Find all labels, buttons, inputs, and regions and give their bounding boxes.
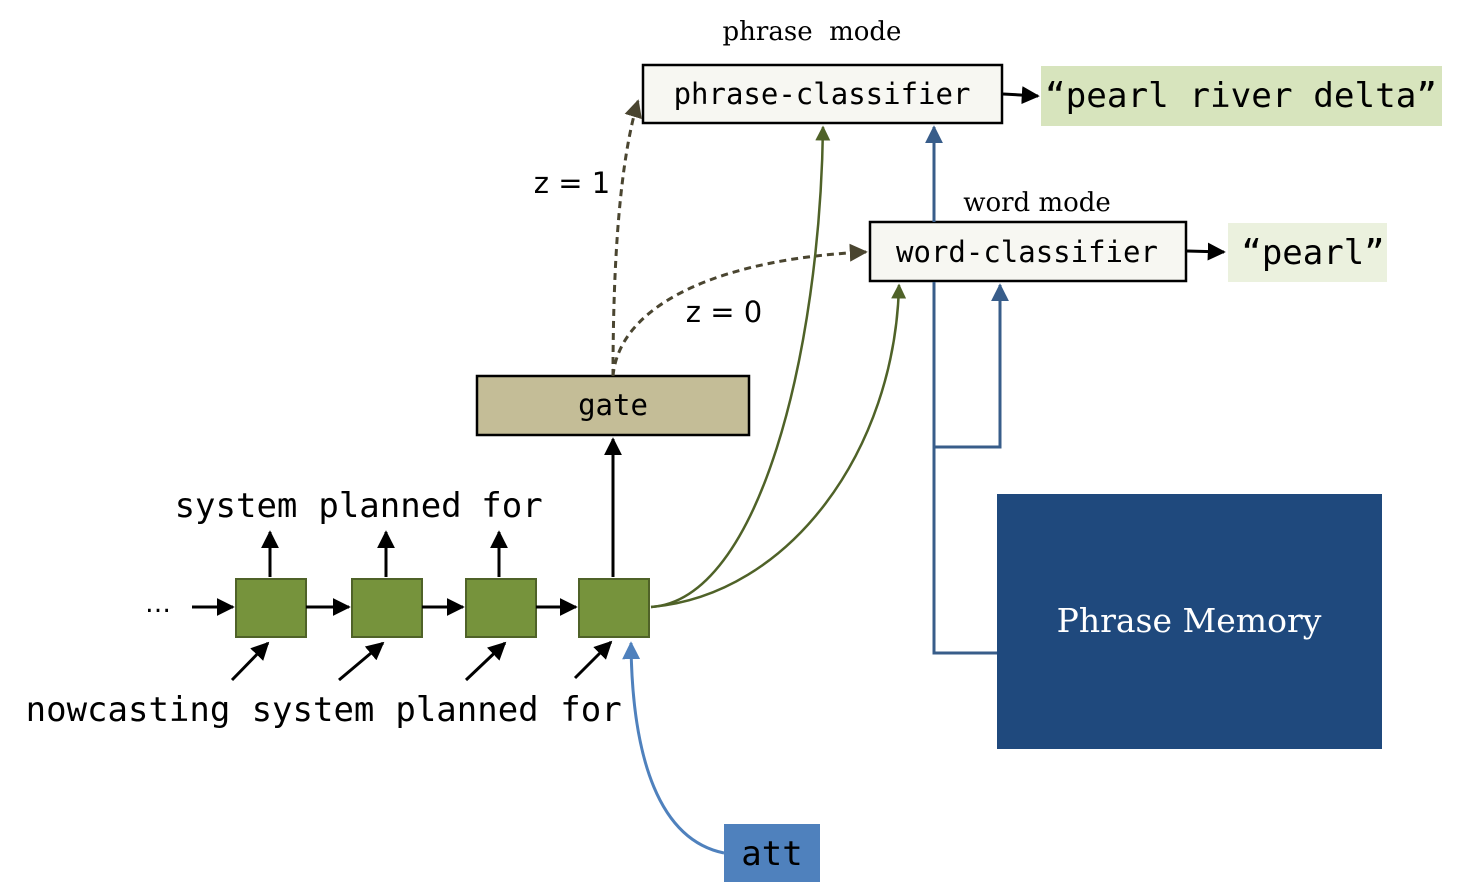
input-word-4: for [560, 690, 621, 730]
word-mode-label: word mode [963, 188, 1111, 218]
output-word-3: for [481, 486, 542, 526]
memory-connector-line [932, 282, 997, 655]
word-classifier-label: word-classifier [896, 235, 1158, 269]
input-arrow-4 [573, 640, 613, 680]
phrase-output-box: “pearl river delta” [1041, 66, 1442, 126]
word-output-text: “pearl” [1241, 233, 1384, 273]
att-to-cell-arrow [622, 641, 725, 855]
ellipsis-label: … [145, 589, 171, 619]
phrase-output-text: “pearl river delta” [1045, 76, 1437, 116]
input-arrow-3 [464, 641, 507, 682]
input-word-1: nowcasting [26, 690, 231, 730]
gate-to-phrase-dashed-arrow [611, 99, 642, 377]
input-arrow-1 [230, 641, 270, 682]
z1-label: z = 1 [534, 166, 610, 200]
memory-to-word-classifier-arrow [934, 283, 1009, 449]
cell-to-word-classifier-arrow [650, 283, 907, 609]
rnn-cell-4 [578, 578, 650, 638]
gate-to-word-dashed-arrow [611, 243, 868, 377]
z0-label: z = 0 [686, 295, 762, 329]
word-output-box: “pearl” [1228, 223, 1387, 282]
gate-label: gate [578, 388, 648, 422]
output-word-1: system [175, 486, 298, 526]
word-classifier-box: word-classifier [868, 220, 1188, 283]
att-box: att [724, 824, 820, 882]
phrase-output-arrow [1002, 86, 1040, 105]
word-output-arrow [1186, 242, 1226, 261]
output-word-2: planned [318, 486, 461, 526]
phrase-mode-label: phrase mode [723, 17, 902, 47]
rnn-cell-2 [351, 578, 423, 638]
input-word-3: planned [395, 690, 538, 730]
phrase-memory-box: Phrase Memory [997, 494, 1382, 749]
phrase-classifier-label: phrase-classifier [674, 77, 971, 111]
att-label: att [741, 834, 802, 874]
input-arrow-2 [338, 641, 385, 682]
gate-box: gate [475, 374, 751, 437]
cell-to-phrase-classifier-arrow [650, 125, 831, 609]
input-word-2: system [252, 690, 375, 730]
rnn-cell-3 [465, 578, 537, 638]
phrase-memory-label: Phrase Memory [1057, 601, 1322, 640]
rnn-cell-1 [235, 578, 307, 638]
phrase-classifier-box: phrase-classifier [641, 63, 1004, 125]
